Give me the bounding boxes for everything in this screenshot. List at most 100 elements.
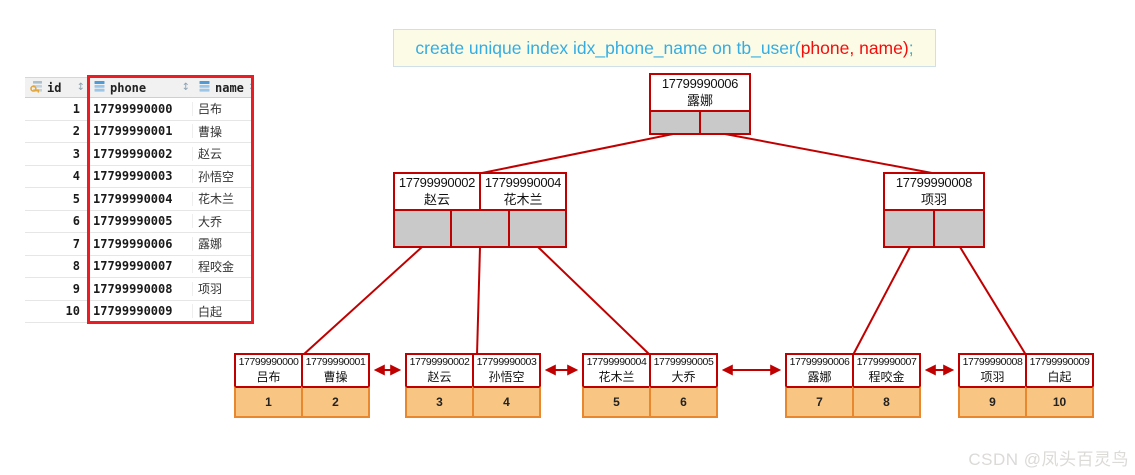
cell-phone[interactable]: 17799990003: [88, 169, 193, 184]
cell-name[interactable]: 吕布: [198, 102, 223, 117]
key-name: 吕布: [256, 369, 281, 384]
cell-id[interactable]: 8: [25, 259, 88, 274]
cell-id[interactable]: 10: [25, 304, 88, 319]
column-icon: [93, 80, 106, 96]
cell-name[interactable]: 程咬金: [198, 259, 235, 274]
key-phone: 17799990001: [305, 356, 366, 369]
pointer-cell: [393, 209, 453, 248]
key-name: 曹操: [323, 369, 348, 384]
cell-id[interactable]: 2: [25, 124, 88, 139]
cell-name[interactable]: 大乔: [198, 214, 223, 229]
key-name: 孙悟空: [488, 369, 525, 384]
pointer-cell: [507, 209, 567, 248]
sort-toggle-icon[interactable]: ↕: [76, 82, 85, 93]
internal-node-right: 17799990008 项羽: [883, 172, 985, 248]
internal-node-left: 17799990002 赵云 17799990004 花木兰: [393, 172, 567, 248]
cell-name[interactable]: 花木兰: [198, 192, 235, 207]
cell-id[interactable]: 5: [25, 191, 88, 206]
edge-right-internal-to-leaf-4: [852, 246, 911, 356]
key-phone: 17799990006: [661, 75, 739, 91]
pointer-cell: [699, 110, 751, 135]
leaf-id-cell: 9: [958, 386, 1027, 418]
column-header-name[interactable]: name ↕: [193, 78, 257, 97]
column-header-id[interactable]: id ↕: [25, 78, 88, 97]
column-header-phone[interactable]: phone ↕: [88, 78, 193, 97]
key-phone: 17799990007: [856, 356, 917, 369]
cell-id[interactable]: 6: [25, 214, 88, 229]
pointer-cell: [933, 209, 985, 248]
key-name: 赵云: [427, 369, 452, 384]
cell-id[interactable]: 7: [25, 236, 88, 251]
key-name: 花木兰: [598, 369, 635, 384]
cell-id[interactable]: 1: [25, 101, 88, 116]
key-name: 程咬金: [868, 369, 905, 384]
leaf-id-cell: 3: [405, 386, 474, 418]
column-header-name-label: name: [215, 80, 244, 95]
leaf-id-cell: 2: [301, 386, 370, 418]
key-phone: 17799990005: [653, 356, 714, 369]
sort-toggle-icon[interactable]: ↕: [181, 82, 190, 93]
key-phone: 17799990002: [409, 356, 470, 369]
key-name: 赵云: [423, 191, 450, 207]
sort-toggle-icon[interactable]: ↕: [247, 82, 257, 93]
cell-id[interactable]: 3: [25, 146, 88, 161]
sql-text-suffix: ;: [908, 37, 914, 58]
leaf-id-cell: 8: [852, 386, 921, 418]
key-phone: 17799990009: [1029, 356, 1090, 369]
pointer-cell: [883, 209, 935, 248]
edge-left-internal-to-leaf-3: [537, 246, 651, 356]
pointer-cell: [649, 110, 701, 135]
cell-id[interactable]: 9: [25, 281, 88, 296]
cell-name[interactable]: 白起: [198, 304, 223, 319]
cell-name[interactable]: 赵云: [198, 147, 223, 162]
cell-phone[interactable]: 17799990000: [88, 101, 193, 116]
cell-phone[interactable]: 17799990008: [88, 281, 193, 296]
internal-key-cell: 17799990004 花木兰: [479, 172, 567, 211]
edge-left-internal-to-leaf-2: [476, 246, 481, 356]
cell-name[interactable]: 孙悟空: [198, 169, 235, 184]
cell-phone[interactable]: 17799990007: [88, 259, 193, 274]
cell-phone[interactable]: 17799990009: [88, 304, 193, 319]
cell-phone[interactable]: 17799990004: [88, 191, 193, 206]
cell-phone[interactable]: 17799990002: [88, 146, 193, 161]
cell-id[interactable]: 4: [25, 169, 88, 184]
key-name: 大乔: [671, 369, 696, 384]
sql-statement-banner: create unique index idx_phone_name on tb…: [393, 29, 936, 67]
leaf-id-cell: 1: [234, 386, 303, 418]
edge-right-internal-to-leaf-5: [959, 246, 1027, 356]
edge-root-to-left-internal: [481, 133, 674, 174]
key-phone: 17799990008: [962, 356, 1023, 369]
cell-name[interactable]: 项羽: [198, 282, 223, 297]
sql-text-prefix: create unique index idx_phone_name on tb…: [415, 37, 801, 58]
key-name: 项羽: [980, 369, 1005, 384]
leaf-id-cell: 10: [1025, 386, 1094, 418]
cell-name[interactable]: 露娜: [198, 237, 223, 252]
column-header-id-label: id: [47, 80, 62, 95]
cell-phone[interactable]: 17799990006: [88, 236, 193, 251]
cell-phone[interactable]: 17799990001: [88, 124, 193, 139]
cell-phone[interactable]: 17799990005: [88, 214, 193, 229]
key-phone: 17799990004: [586, 356, 647, 369]
cell-name[interactable]: 曹操: [198, 124, 223, 139]
key-name: 白起: [1047, 369, 1072, 384]
